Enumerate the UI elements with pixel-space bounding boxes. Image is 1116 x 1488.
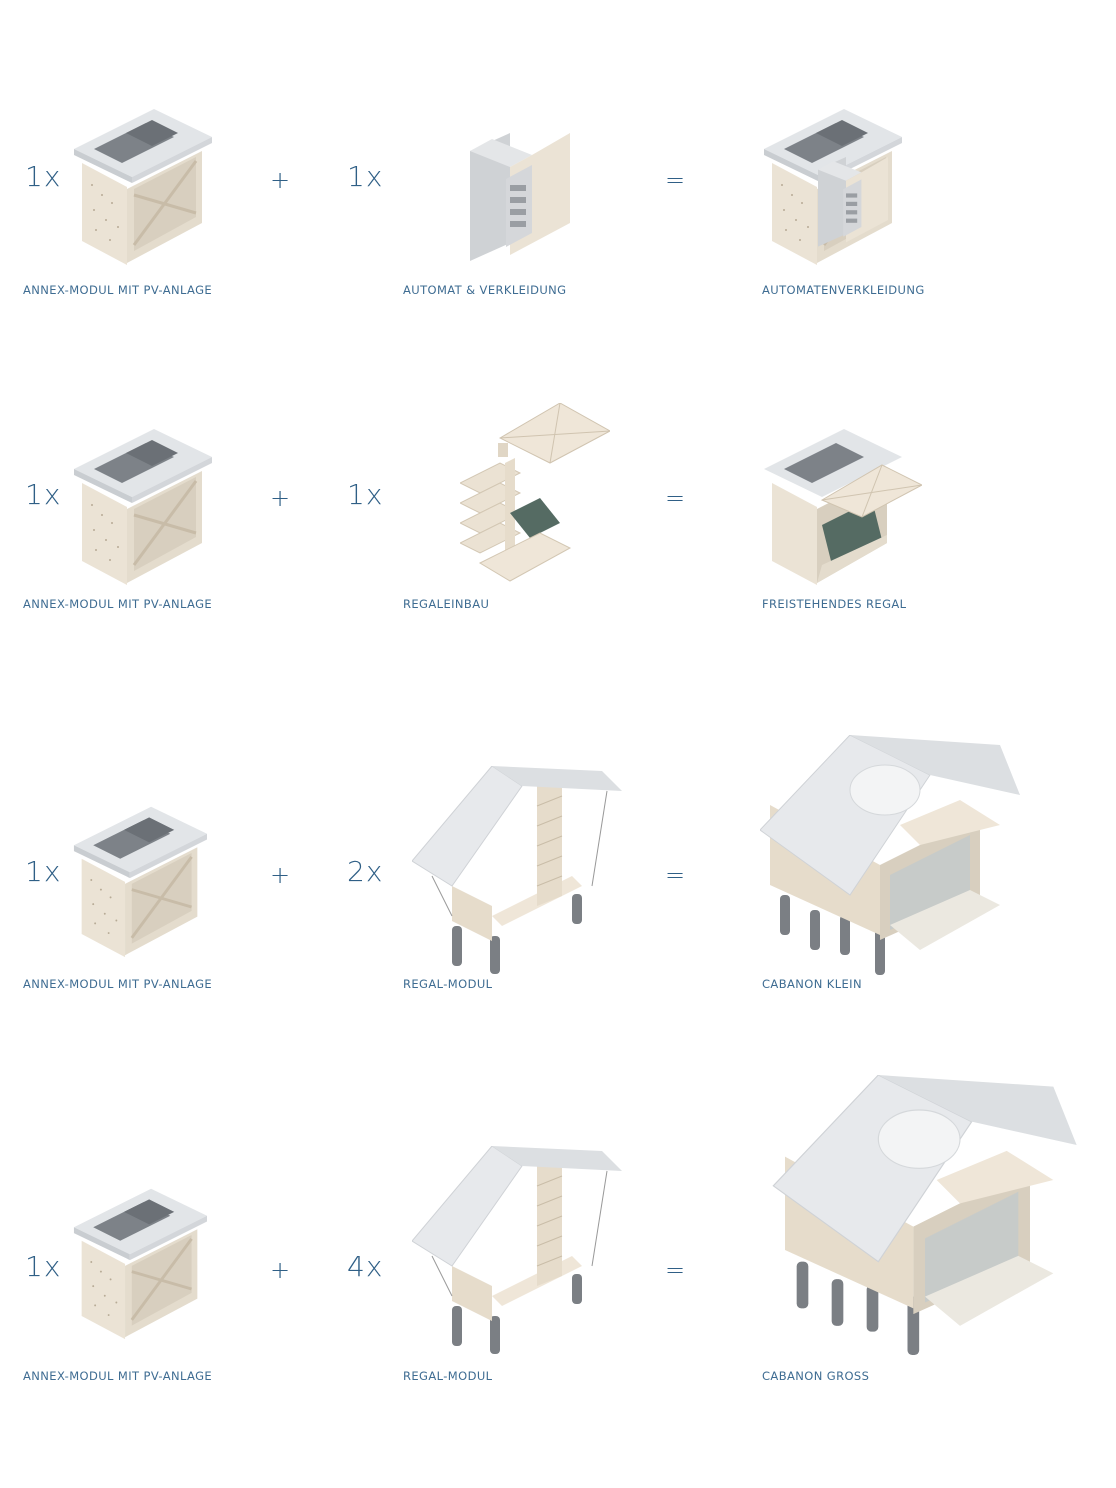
equals-operator: =	[665, 861, 686, 889]
cabanon-gross-illustration	[760, 1075, 1090, 1355]
equals-operator: =	[665, 484, 686, 512]
component-label: ANNEX-MODUL MIT PV-ANLAGE	[23, 977, 213, 991]
quantity-2: 1x	[347, 160, 384, 193]
automat-overlay-illustration	[818, 155, 888, 250]
component-label: REGALEINBAU	[403, 597, 490, 611]
result-label: CABANON KLEIN	[762, 977, 862, 991]
plus-operator: +	[270, 166, 291, 194]
annex-module-illustration	[72, 800, 207, 960]
annex-module-illustration	[72, 105, 212, 265]
result-label: FREISTEHENDES REGAL	[762, 597, 907, 611]
plus-operator: +	[270, 861, 291, 889]
component-label: REGAL-MODUL	[403, 1369, 493, 1383]
plus-operator: +	[270, 484, 291, 512]
quantity-2: 1x	[347, 478, 384, 511]
plus-operator: +	[270, 1256, 291, 1284]
equals-operator: =	[665, 1256, 686, 1284]
result-label: CABANON GROSS	[762, 1369, 870, 1383]
equation-row-regal: 1x + 1x = ANNEX-MODUL MIT PV-ANLAGE REGA…	[0, 400, 1116, 660]
equation-row-cabanon-gross: 1x + 4x = ANNEX-MODUL MIT PV-ANLAGE REGA…	[0, 1070, 1116, 1383]
quantity-1: 1x	[25, 478, 62, 511]
component-label: ANNEX-MODUL MIT PV-ANLAGE	[23, 597, 213, 611]
quantity-1: 1x	[25, 160, 62, 193]
quantity-2: 2x	[347, 855, 384, 888]
regal-modul-illustration	[412, 1146, 622, 1356]
equals-operator: =	[665, 166, 686, 194]
equation-row-cabanon-klein: 1x + 2x = ANNEX-MODUL MIT PV-ANLAGE REGA…	[0, 730, 1116, 991]
automat-illustration	[470, 133, 570, 263]
quantity-2: 4x	[347, 1250, 384, 1283]
component-label: AUTOMAT & VERKLEIDUNG	[403, 283, 567, 297]
freistehendes-regal-illustration	[762, 425, 922, 585]
equation-row-automat: 1x + 1x = ANNEX-MODUL MIT PV-ANLAGE AUTO…	[0, 100, 1116, 360]
regaleinbau-illustration	[460, 403, 610, 583]
component-label: ANNEX-MODUL MIT PV-ANLAGE	[23, 1369, 213, 1383]
result-label: AUTOMATENVERKLEIDUNG	[762, 283, 925, 297]
regal-modul-illustration	[412, 766, 622, 976]
quantity-1: 1x	[25, 855, 62, 888]
annex-module-illustration	[72, 1182, 207, 1342]
annex-module-illustration	[72, 425, 212, 585]
cabanon-klein-illustration	[760, 735, 1020, 975]
quantity-1: 1x	[25, 1250, 62, 1283]
component-label: REGAL-MODUL	[403, 977, 493, 991]
component-label: ANNEX-MODUL MIT PV-ANLAGE	[23, 283, 213, 297]
